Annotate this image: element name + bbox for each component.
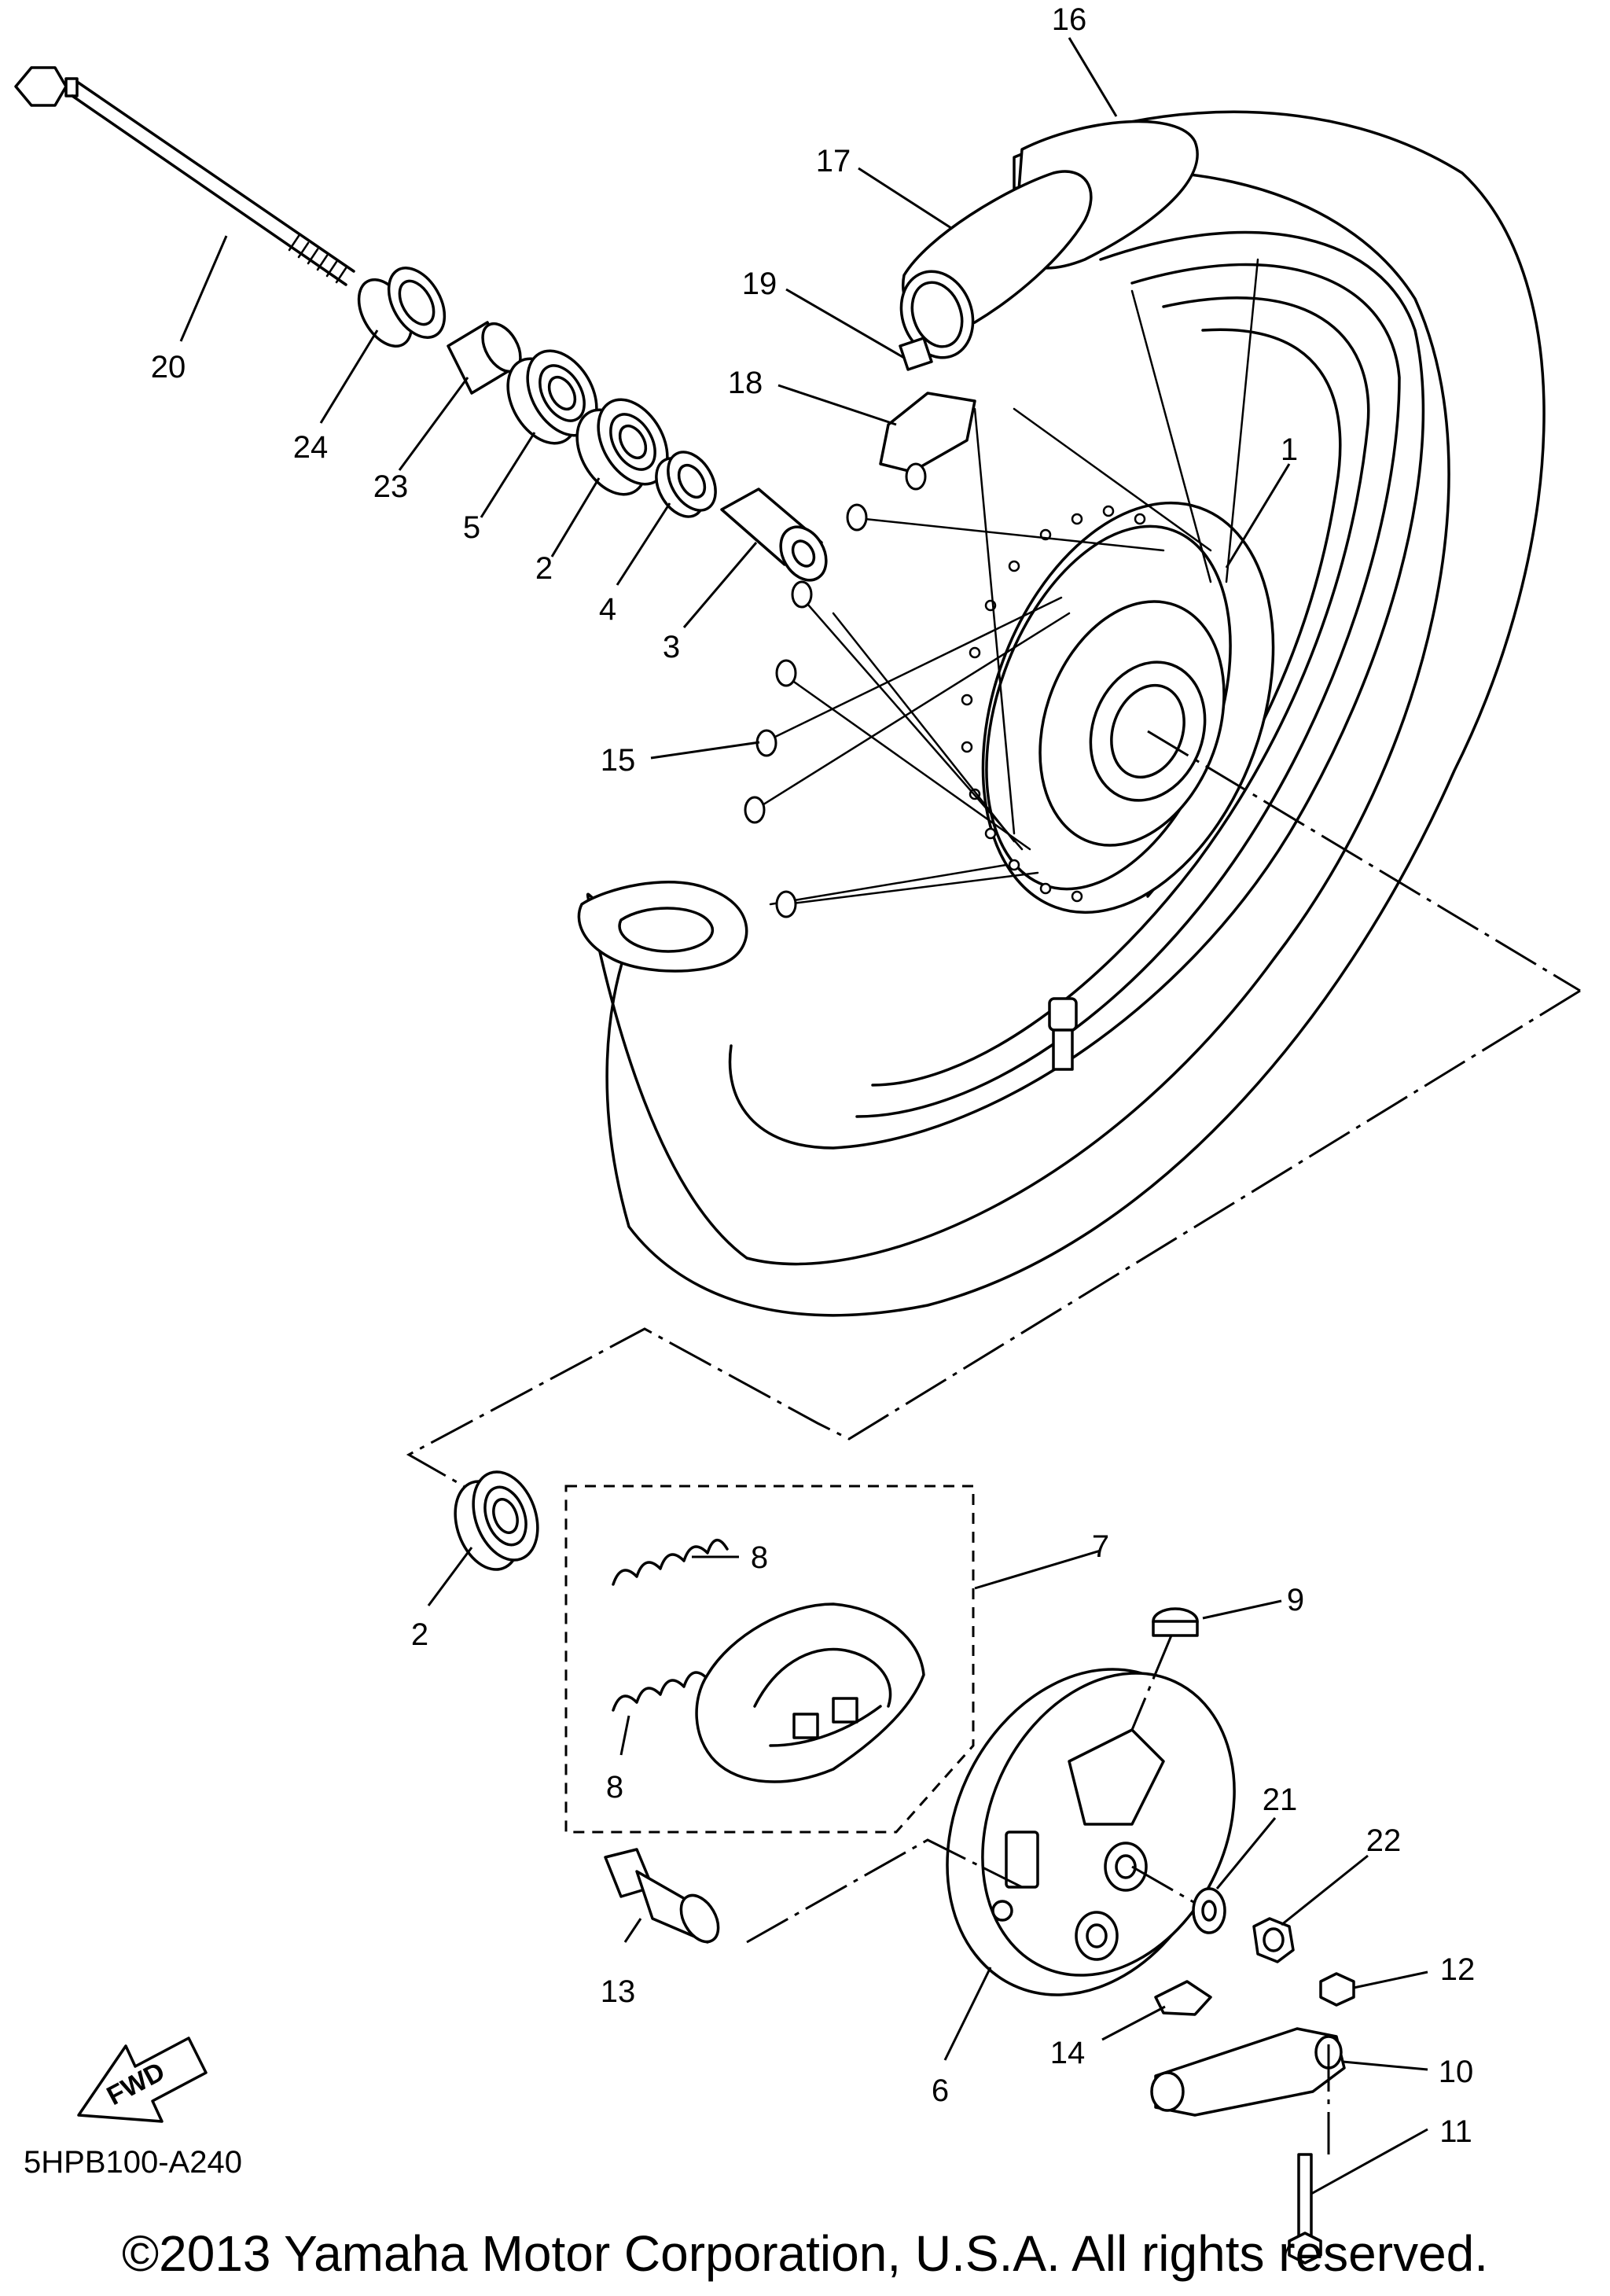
camshaft-lever-10 (1150, 2027, 1346, 2117)
callout-18: 18 (728, 366, 763, 400)
brake-shoe-plate-6 (946, 1668, 1236, 1996)
copyright-notice: ©2013 Yamaha Motor Corporation, U.S.A. A… (121, 2225, 1489, 2282)
axle-bolt-20 (14, 66, 355, 286)
wheel-hub (961, 501, 1275, 914)
nut-22 (1252, 1917, 1295, 1963)
callout-24: 24 (293, 430, 329, 465)
camshaft-chain-line (746, 1838, 1023, 1944)
callout-14: 14 (1050, 2036, 1086, 2070)
callout-8-upper: 8 (751, 1540, 768, 1575)
camshaft-13 (604, 1848, 720, 1944)
callout-16: 16 (1052, 2, 1087, 37)
brake-shoe-kit-7 (564, 1485, 975, 1834)
oil-seal-4 (655, 451, 717, 518)
callout-17: 17 (816, 144, 851, 178)
callout-4: 4 (599, 592, 616, 627)
callout-1: 1 (1281, 432, 1298, 467)
callout-10: 10 (1439, 2055, 1474, 2089)
spacer-3 (720, 488, 828, 582)
grease-plug-chain (1130, 1635, 1173, 1731)
bearing-5 (506, 349, 598, 445)
nut-12 (1319, 1972, 1355, 2007)
callout-15: 15 (601, 743, 636, 778)
callout-2-top: 2 (535, 551, 553, 586)
grease-plug-9 (1152, 1607, 1199, 1637)
washer-21 (1192, 1887, 1226, 1934)
callout-11: 11 (1439, 2114, 1472, 2149)
callout-23: 23 (373, 469, 409, 504)
bearing-2-top (575, 398, 669, 496)
callout-19: 19 (742, 267, 777, 301)
spokes (744, 258, 1259, 918)
callout-7: 7 (1092, 1529, 1109, 1564)
callout-labels: 16 17 19 18 1 20 24 23 5 2 4 3 15 8 7 9 … (151, 2, 1476, 2149)
indicator-14 (1154, 1980, 1212, 2016)
axle-centerline (1147, 730, 1581, 992)
callout-21: 21 (1263, 1783, 1298, 1817)
fwd-arrow-icon: FWD (77, 2037, 208, 2123)
callout-20: 20 (151, 350, 186, 385)
collar-24 (357, 267, 447, 348)
assembly-chain-line (406, 989, 1581, 1488)
callout-5: 5 (463, 510, 480, 545)
callout-6: 6 (932, 2073, 949, 2108)
callout-3: 3 (663, 630, 680, 664)
leader-lines (179, 37, 1428, 2195)
callout-12: 12 (1440, 1952, 1476, 1987)
diagram-code: 5HPB100-A240 (24, 2145, 242, 2180)
bearing-2-lower (454, 1470, 539, 1571)
tire-top-section (879, 120, 1199, 473)
callout-22: 22 (1366, 1823, 1402, 1858)
washer-chain (1131, 1865, 1196, 1904)
bolt-11 (1288, 2153, 1322, 2265)
callout-13: 13 (601, 1974, 636, 2009)
callout-2-lower: 2 (411, 1617, 428, 1652)
callout-9: 9 (1287, 1583, 1304, 1617)
callout-8-lower: 8 (606, 1770, 623, 1805)
